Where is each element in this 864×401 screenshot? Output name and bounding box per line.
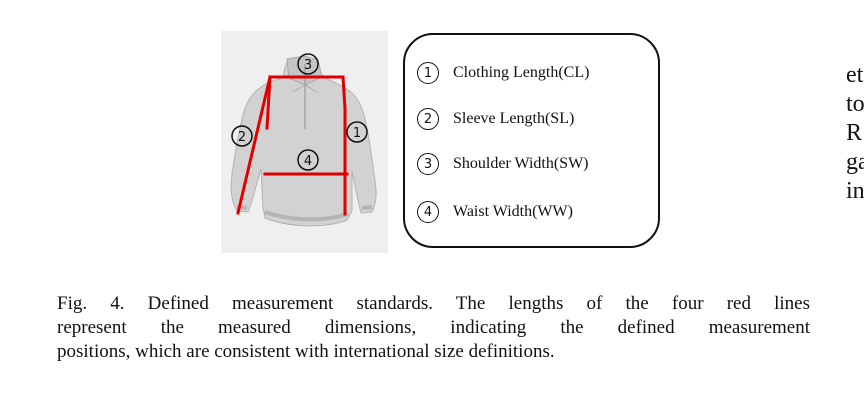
figure-caption: Fig. 4. Defined measurement standards. T… [57, 292, 810, 364]
body-text-fragment: R [846, 120, 863, 146]
legend-label-shoulder-width: Shoulder Width(SW) [453, 155, 589, 172]
legend-item-shoulder-width: 3 Shoulder Width(SW) [417, 151, 589, 177]
legend-number-1: 1 [417, 62, 439, 84]
caption-line: represent the measured dimensions, indic… [57, 317, 810, 338]
sweatshirt-markers: 3 2 1 4 [231, 53, 368, 171]
body-text-fragment: in [846, 178, 864, 204]
marker-sl: 2 [231, 125, 253, 147]
legend-item-clothing-length: 1 Clothing Length(CL) [417, 60, 589, 86]
legend-number-2: 2 [417, 108, 439, 130]
legend-item-sleeve-length: 2 Sleeve Length(SL) [417, 106, 574, 132]
svg-text:1: 1 [353, 126, 361, 141]
sleeve-length-line [236, 75, 272, 215]
measurement-legend: 1 Clothing Length(CL) 2 Sleeve Length(SL… [403, 33, 660, 248]
sweatshirt-measurement-image: 3 2 1 4 [221, 31, 388, 253]
svg-text:4: 4 [304, 154, 312, 169]
body-text-fragment: to [846, 91, 864, 117]
body-text-fragment: et [846, 62, 864, 88]
marker-ww: 4 [297, 149, 319, 171]
measurement-lines [236, 75, 349, 216]
legend-item-waist-width: 4 Waist Width(WW) [417, 199, 573, 225]
body-text-fragments: et to R ga in [846, 61, 864, 206]
svg-text:2: 2 [238, 130, 246, 145]
body-text-fragment: ga [846, 149, 864, 175]
legend-label-waist-width: Waist Width(WW) [453, 203, 573, 220]
caption-line: positions, which are consistent with int… [57, 341, 555, 362]
legend-label-clothing-length: Clothing Length(CL) [453, 64, 590, 81]
shoulder-inner-line [265, 75, 272, 130]
legend-number-4: 4 [417, 201, 439, 223]
marker-sw: 3 [297, 53, 319, 75]
legend-number-3: 3 [417, 153, 439, 175]
marker-cl: 1 [346, 121, 368, 143]
legend-label-sleeve-length: Sleeve Length(SL) [453, 110, 575, 127]
caption-line: Fig. 4. Defined measurement standards. T… [57, 293, 810, 314]
svg-text:3: 3 [304, 58, 312, 73]
clothing-length-line-shoulder [341, 75, 347, 111]
